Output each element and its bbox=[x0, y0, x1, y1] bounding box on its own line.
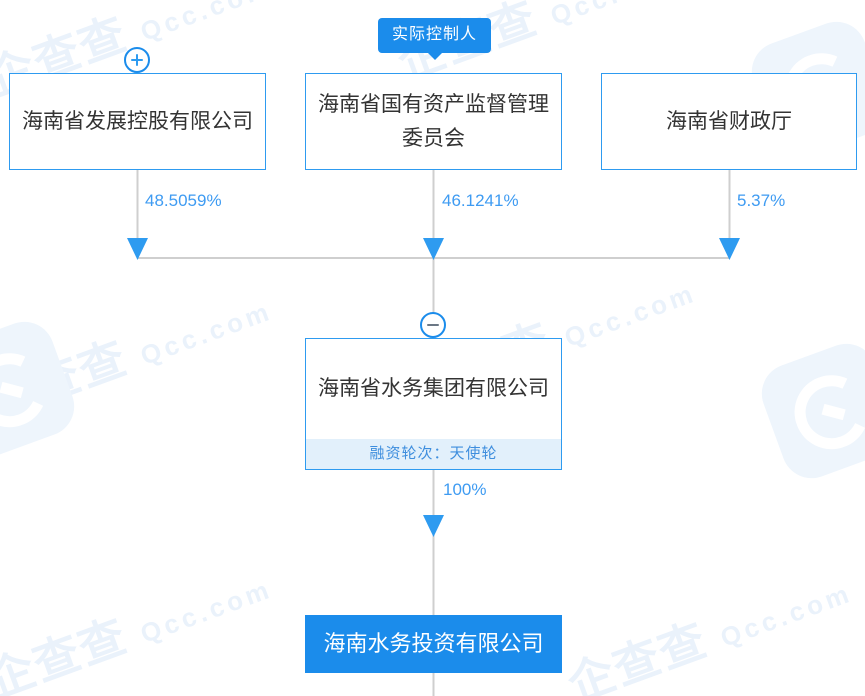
actual-controller-tag: 实际控制人 bbox=[378, 18, 492, 60]
edge-label-shareholder-3: 5.37% bbox=[737, 191, 786, 210]
edge-label-holding: 100% bbox=[443, 480, 487, 499]
plus-icon[interactable] bbox=[124, 47, 150, 73]
shareholder-node-2[interactable]: 海南省国有资产监督管理委员会 bbox=[305, 73, 562, 170]
shareholder-node-1[interactable]: 海南省发展控股有限公司 bbox=[9, 73, 266, 170]
shareholder-node-3[interactable]: 海南省财政厅 bbox=[601, 73, 857, 170]
shareholder-node-2-name: 海南省国有资产监督管理委员会 bbox=[318, 92, 549, 150]
holding-company-funding-round: 融资轮次：天使轮 bbox=[306, 439, 561, 469]
holding-company-name: 海南省水务集团有限公司 bbox=[318, 377, 549, 400]
minus-icon[interactable] bbox=[420, 312, 446, 338]
edge-label-shareholder-2: 46.1241% bbox=[442, 191, 519, 210]
target-company-node[interactable]: 海南水务投资有限公司 bbox=[305, 615, 562, 673]
actual-controller-tag-label: 实际控制人 bbox=[392, 26, 478, 43]
edge-label-shareholder-1: 48.5059% bbox=[145, 191, 222, 210]
plus-icon-bar-vertical bbox=[136, 54, 138, 66]
holding-company-node[interactable]: 海南省水务集团有限公司 融资轮次：天使轮 bbox=[305, 338, 562, 470]
shareholder-node-3-name: 海南省财政厅 bbox=[666, 109, 792, 133]
target-company-name: 海南水务投资有限公司 bbox=[323, 631, 544, 656]
shareholder-node-1-name: 海南省发展控股有限公司 bbox=[22, 109, 253, 133]
minus-icon-bar bbox=[427, 324, 439, 326]
